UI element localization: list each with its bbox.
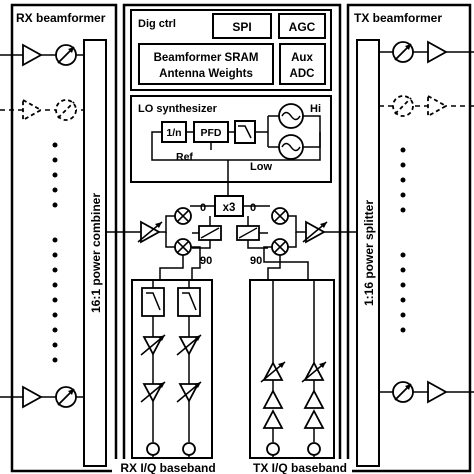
- rx-i-port-icon[interactable]: [146, 442, 160, 456]
- tx-beamformer-title: TX beamformer: [354, 11, 442, 25]
- tx-channel-16: [379, 381, 474, 403]
- divider-label: 1/n: [166, 127, 181, 139]
- rx-phase-shifter-2-icon: [55, 99, 77, 121]
- rx-vga-q-1-icon: [176, 334, 202, 356]
- lo-synthesizer-block: LO synthesizer Hi Low 1/n PFD Ref: [130, 95, 332, 200]
- rx-mixer-q-icon: [174, 238, 192, 256]
- tx-power-splitter: 1:16 power splitter: [356, 39, 380, 467]
- tx-beamformer-panel: TX beamformer: [346, 3, 472, 473]
- rx-beamformer-panel: RX beamformer: [10, 3, 118, 473]
- lo-synth-label: LO synthesizer: [138, 103, 218, 115]
- ref-label: Ref: [176, 151, 193, 163]
- rx-channel-16: [0, 386, 84, 408]
- tx-i-port-icon[interactable]: [266, 442, 280, 456]
- tx-q-port-icon[interactable]: [307, 442, 321, 456]
- tx-buffer-i-1-icon: [263, 390, 283, 409]
- rx-lna-16-icon: [22, 386, 42, 408]
- rx-lna-2-icon: [22, 98, 43, 122]
- rx-q-port-icon[interactable]: [182, 442, 196, 456]
- tx-phase-shifter-1-icon: [392, 41, 414, 63]
- rx-channel-2-dashed: [0, 98, 84, 122]
- tx-baseband-block: [249, 279, 335, 459]
- tx-mixer-q-icon: [271, 238, 289, 256]
- tx-iq-ports: [266, 442, 321, 456]
- phase-90-left-label: 90: [200, 255, 212, 267]
- spi-label: SPI: [232, 20, 251, 34]
- rx-iq-baseband-label: RX I/Q baseband: [120, 461, 215, 474]
- rx-iq-splitter-icon: [198, 225, 222, 241]
- tx-phase-shifter-16-icon: [392, 381, 414, 403]
- tx-buffer-q-1-icon: [304, 390, 324, 409]
- hi-label: Hi: [310, 103, 321, 115]
- phase-90-right-label: 90: [250, 255, 262, 267]
- rx-vga-i-2-icon: [140, 381, 166, 403]
- tx-channel-2-dashed: [379, 94, 474, 118]
- tx-driver-amp-icon: [302, 221, 328, 243]
- digital-control-block: Dig ctrl SPI AGC Beamformer SRAM Antenna…: [130, 9, 332, 91]
- rx-vga-q-2-icon: [176, 381, 202, 403]
- tx-buffer-i-2-icon: [263, 410, 283, 429]
- tx-pa-1-icon: [427, 41, 447, 63]
- rx-channel-1: [0, 44, 84, 66]
- vco-hi-icon: [278, 103, 304, 129]
- rx-bb-filter-i-icon: [141, 287, 165, 317]
- pfd-label: PFD: [201, 127, 222, 139]
- rx-vga-i-1-icon: [140, 334, 166, 356]
- rx-phase-shifter-16-icon: [55, 386, 77, 408]
- rx-iq-ports: [146, 442, 196, 456]
- vco-low-icon: [278, 134, 304, 160]
- dig-ctrl-label: Dig ctrl: [138, 18, 176, 30]
- tx-phase-shifter-2-icon: [392, 95, 414, 117]
- tx-mixer-i-icon: [271, 207, 289, 225]
- sram-label-line1: Beamformer SRAM: [154, 52, 259, 64]
- tx-buffer-q-2-icon: [304, 410, 324, 429]
- rx-lna-1-icon: [22, 44, 42, 66]
- loop-filter-icon: [234, 120, 256, 144]
- phase-0-left-label: 0: [200, 202, 206, 214]
- tx-channel-ellipsis: [400, 147, 406, 333]
- tx-channel-1: [379, 41, 474, 63]
- rx-bb-filter-q-icon: [177, 287, 201, 317]
- tx-iq-splitter-icon: [236, 225, 260, 241]
- rx-beamformer-title: RX beamformer: [16, 11, 106, 25]
- tx-upconverter: [263, 207, 366, 280]
- rx-channel-ellipsis: [52, 142, 58, 363]
- rx-lna-icon: [137, 221, 163, 243]
- rx-downconverter: [96, 207, 201, 280]
- low-label: Low: [250, 161, 272, 173]
- tx-vga-i-1-icon: [260, 361, 286, 383]
- power-splitter-label: 1:16 power splitter: [362, 200, 376, 306]
- adc-label: ADC: [290, 68, 315, 80]
- rx-mixer-i-icon: [174, 207, 192, 225]
- tx-iq-baseband-label: TX I/Q baseband: [253, 461, 347, 474]
- power-combiner-label: 16:1 power combiner: [89, 193, 103, 313]
- phase-0-right-label: 0: [250, 202, 256, 214]
- aux-label: Aux: [291, 52, 313, 64]
- sram-label-line2: Antenna Weights: [159, 68, 253, 80]
- rx-baseband-block: [131, 279, 213, 459]
- x3-label: x3: [223, 202, 236, 214]
- tx-pa-16-icon: [427, 381, 447, 403]
- lo-distribution: x3 0 0 90 90: [190, 195, 270, 267]
- tx-vga-q-1-icon: [301, 361, 327, 383]
- rx-phase-shifter-1-icon: [55, 44, 77, 66]
- agc-label: AGC: [289, 20, 316, 34]
- tx-pa-2-icon: [427, 94, 448, 118]
- rx-power-combiner: 16:1 power combiner: [83, 39, 107, 467]
